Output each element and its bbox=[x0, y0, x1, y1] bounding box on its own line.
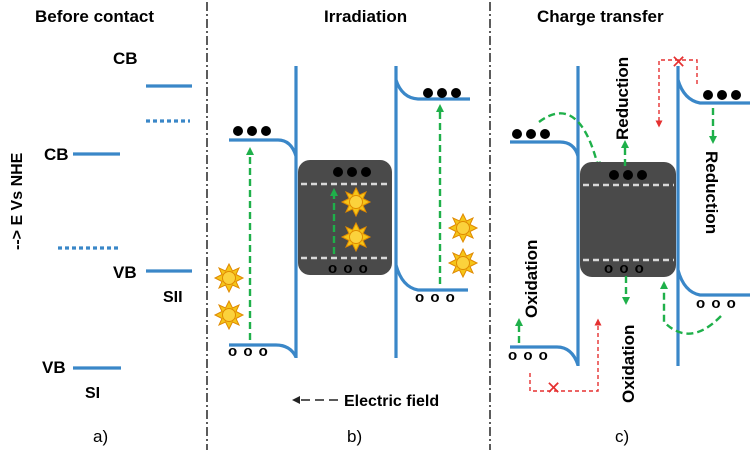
c-blocked-mark-left: ✕ bbox=[546, 378, 561, 399]
c-left-electron-1 bbox=[512, 129, 522, 139]
c-electron-transfer-arrow bbox=[538, 112, 601, 170]
b-right-vb bbox=[394, 264, 468, 292]
c-center-holes: o o o bbox=[604, 260, 645, 277]
c-right-electron-1 bbox=[703, 90, 713, 100]
b-center-semiconductor bbox=[298, 160, 392, 275]
c-center-reduction-label: Reduction bbox=[613, 57, 632, 140]
c-right-holes: o o o bbox=[696, 295, 737, 312]
b-left-electron-3 bbox=[261, 126, 271, 136]
c-left-electron-2 bbox=[526, 129, 536, 139]
b-sun-center-2 bbox=[341, 222, 371, 252]
c-center-electron-1 bbox=[609, 170, 619, 180]
b-sun-2 bbox=[214, 300, 244, 330]
b-right-electron-2 bbox=[437, 88, 447, 98]
c-blocked-electron-path-right bbox=[655, 59, 698, 128]
b-center-holes: o o o bbox=[328, 260, 369, 277]
c-left-cb bbox=[510, 140, 580, 157]
cb-label-s1: CB bbox=[44, 145, 69, 164]
b-right-cb bbox=[394, 79, 470, 101]
b-left-electron-1 bbox=[233, 126, 243, 136]
c-right-electron-2 bbox=[717, 90, 727, 100]
c-center-electron-2 bbox=[623, 170, 633, 180]
panel-a-title: Before contact bbox=[35, 7, 154, 26]
b-sun-3 bbox=[448, 213, 478, 243]
vb-label-s1: VB bbox=[42, 358, 66, 377]
cb-label-s2: CB bbox=[113, 49, 138, 68]
b-sun-center-1 bbox=[341, 187, 371, 217]
c-blocked-mark-right: ✕ bbox=[671, 52, 686, 73]
b-right-holes: o o o bbox=[415, 289, 456, 306]
vb-label-s2: VB bbox=[113, 263, 137, 282]
b-right-electron-3 bbox=[451, 88, 461, 98]
c-right-electron-3 bbox=[731, 90, 741, 100]
c-center-oxidation-label: Oxidation bbox=[619, 325, 638, 403]
b-center-electron-1 bbox=[333, 167, 343, 177]
c-right-reduction-label: Reduction bbox=[702, 151, 721, 234]
panel-a-label: a) bbox=[93, 427, 108, 446]
c-right-vb bbox=[676, 269, 750, 297]
c-left-holes: o o o bbox=[508, 347, 549, 364]
panel-c-label: c) bbox=[615, 427, 629, 446]
energy-axis-label: --> E Vs NHE bbox=[9, 152, 26, 250]
c-left-oxidation-label: Oxidation bbox=[522, 240, 541, 318]
b-sun-4 bbox=[448, 248, 478, 278]
b-left-electron-2 bbox=[247, 126, 257, 136]
b-right-electron-1 bbox=[423, 88, 433, 98]
b-left-cb bbox=[229, 138, 298, 157]
c-blocked-hole-path-left bbox=[529, 318, 602, 392]
c-right-cb bbox=[676, 79, 750, 105]
c-center-semiconductor bbox=[580, 162, 676, 277]
b-sun-1 bbox=[214, 263, 244, 293]
c-center-electron-3 bbox=[637, 170, 647, 180]
electric-field-label: Electric field bbox=[344, 393, 439, 410]
b-center-electron-3 bbox=[361, 167, 371, 177]
s2-label: SII bbox=[163, 289, 183, 306]
c-hole-transfer-arrow bbox=[660, 281, 722, 335]
panel-c-title: Charge transfer bbox=[537, 7, 664, 26]
panel-b-label: b) bbox=[347, 427, 362, 446]
s1-label: SI bbox=[85, 385, 100, 402]
b-center-electron-2 bbox=[347, 167, 357, 177]
b-left-holes: o o o bbox=[228, 343, 269, 360]
c-left-electron-3 bbox=[540, 129, 550, 139]
panel-b-title: Irradiation bbox=[324, 7, 407, 26]
